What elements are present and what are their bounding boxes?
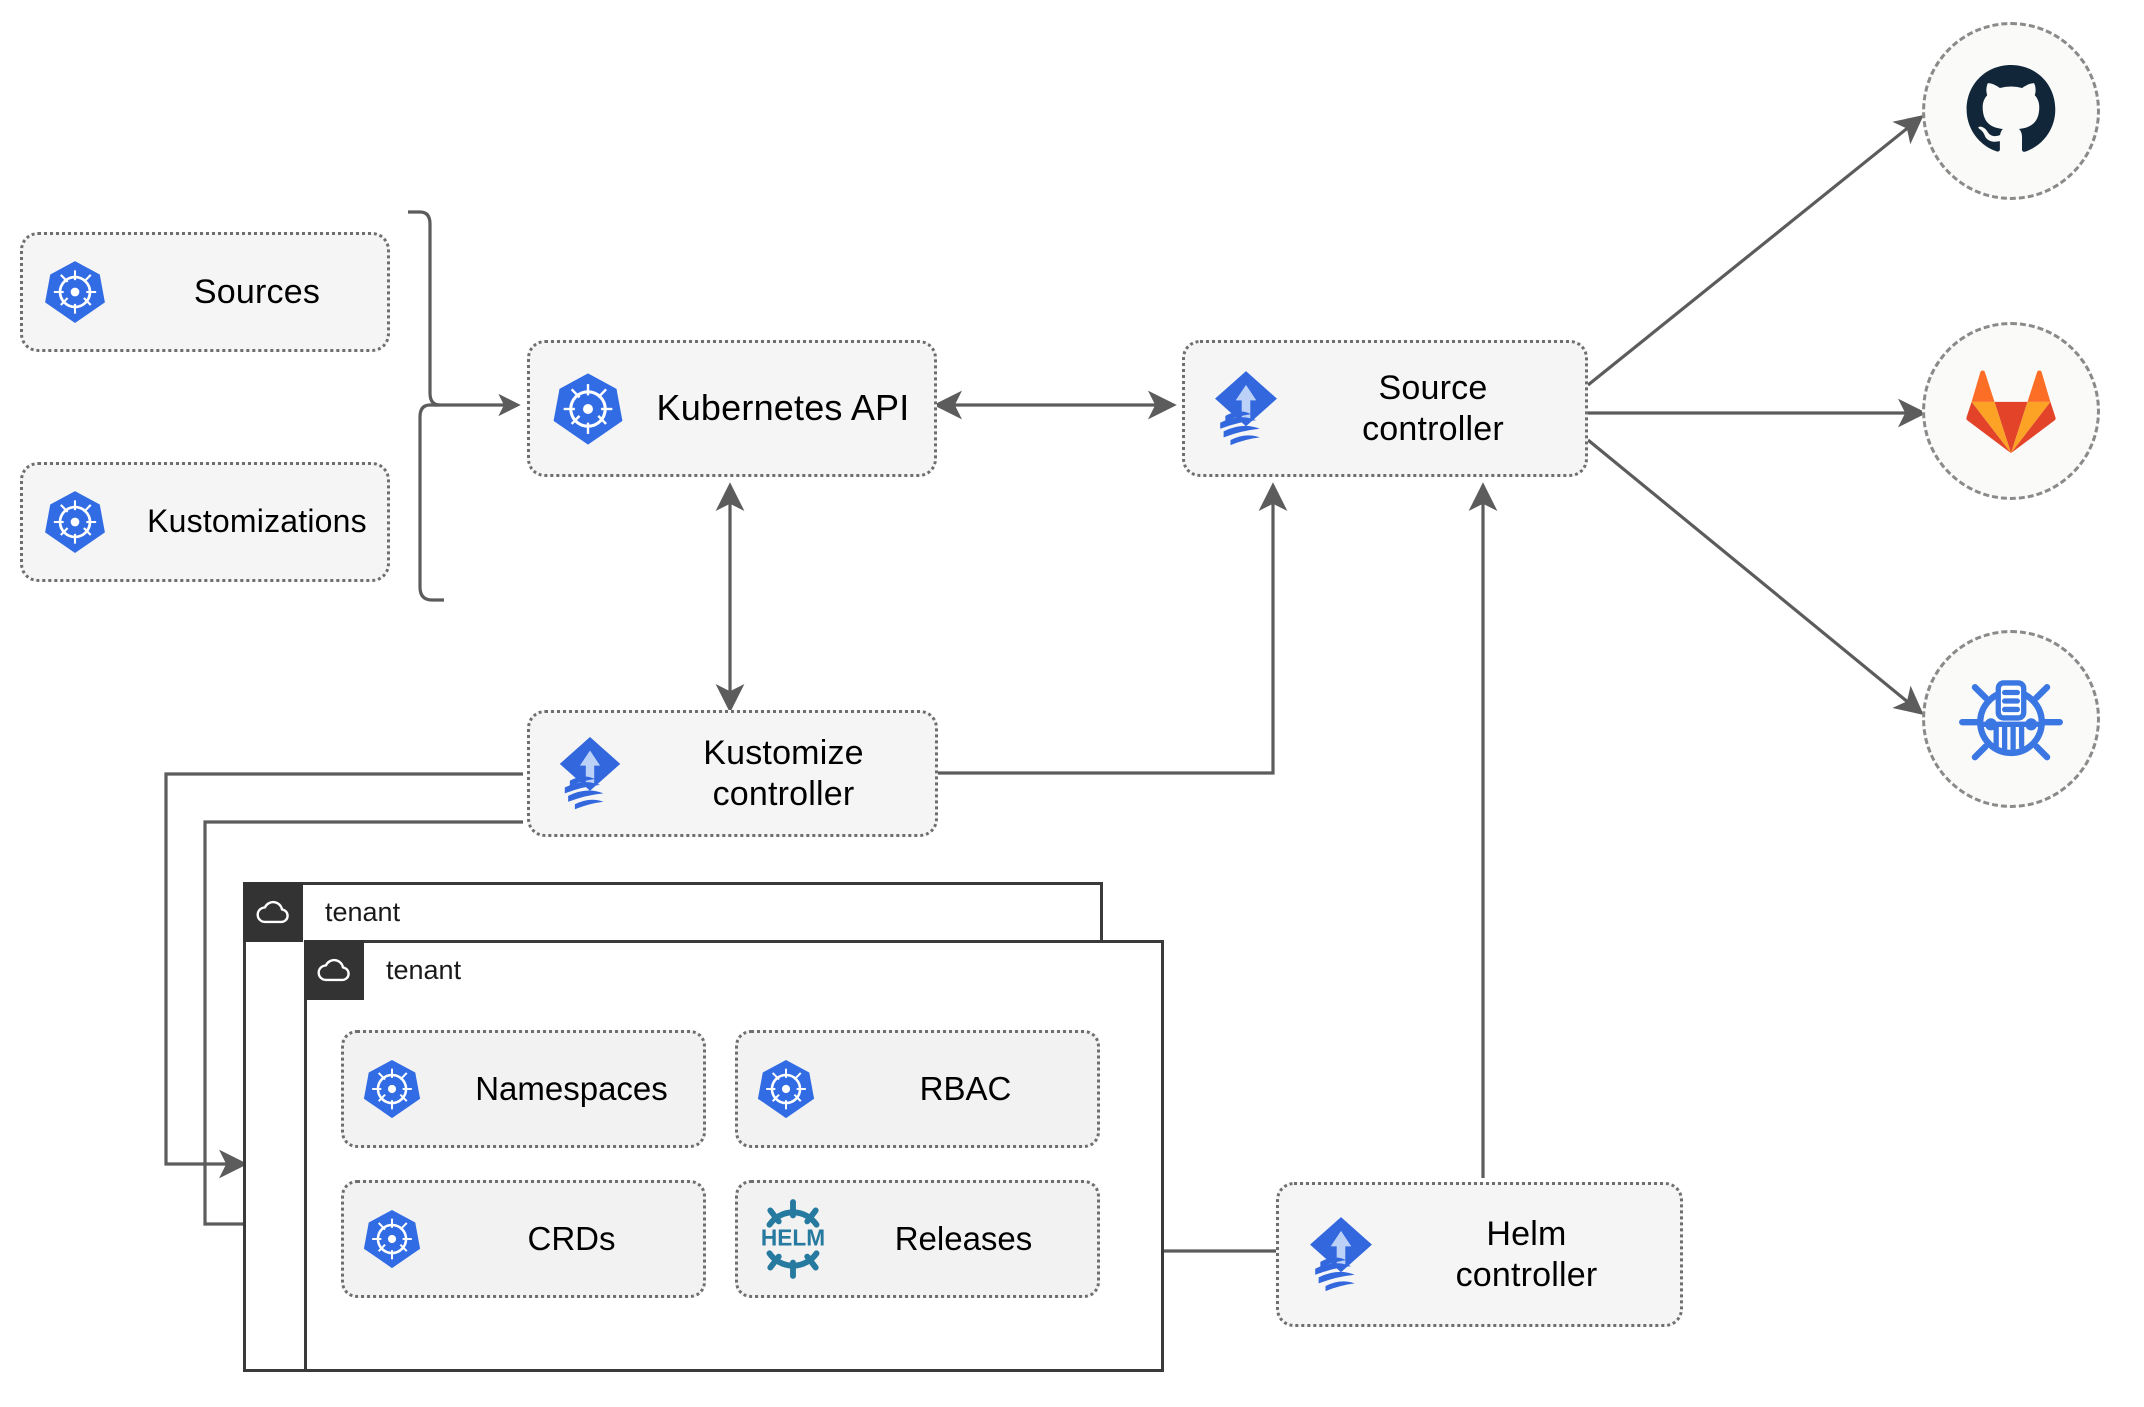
card-label: CRDs <box>527 1220 616 1257</box>
card-crds[interactable]: CRDs <box>341 1180 706 1298</box>
node-kustomizations[interactable]: Kustomizations <box>20 462 390 582</box>
provider-github[interactable] <box>1922 22 2100 200</box>
card-label: Releases <box>894 1220 1033 1257</box>
node-kustomize-controller[interactable]: Kustomize controller <box>527 710 938 837</box>
card-rbac[interactable]: RBAC <box>735 1030 1100 1148</box>
kubernetes-icon <box>23 259 127 325</box>
kubernetes-icon <box>23 489 127 555</box>
node-label: Kustomize controller <box>703 734 864 813</box>
flux-icon <box>1279 1212 1403 1298</box>
kubernetes-icon <box>344 1058 440 1120</box>
tenant-title: tenant <box>325 896 401 927</box>
edge-kustomizecontroller-sourcecontroller <box>938 482 1288 775</box>
node-source-controller[interactable]: Source controller <box>1182 340 1588 477</box>
github-icon <box>1966 65 2056 152</box>
cloud-icon <box>243 882 303 942</box>
node-label: Kubernetes API <box>656 387 910 429</box>
helm-icon: HELM <box>738 1197 848 1281</box>
node-label: Source controller <box>1362 369 1504 448</box>
tenant-titlebar: tenant <box>304 940 461 1000</box>
kubernetes-icon <box>738 1058 834 1120</box>
edge-bracket-group <box>408 210 444 602</box>
node-kubernetes-api[interactable]: Kubernetes API <box>527 340 937 477</box>
flux-icon <box>1185 366 1307 452</box>
card-releases[interactable]: HELM Releases <box>735 1180 1100 1298</box>
gitlab-icon <box>1966 370 2056 454</box>
kubernetes-icon <box>530 371 646 447</box>
helm-wordmark: HELM <box>761 1225 825 1251</box>
node-label: Sources <box>193 272 321 311</box>
node-helm-controller[interactable]: Helm controller <box>1276 1182 1683 1327</box>
edge-sourcecontroller-github <box>1586 114 1924 387</box>
cloud-icon <box>304 940 364 1000</box>
node-sources[interactable]: Sources <box>20 232 390 352</box>
node-label: Kustomizations <box>147 503 367 540</box>
flux-icon <box>530 732 650 816</box>
edge-sourcecontroller-bucket <box>1586 438 1924 716</box>
tenant-window-front[interactable]: tenant <box>304 940 1164 1372</box>
tenant-titlebar: tenant <box>243 882 400 942</box>
provider-helm-repository[interactable] <box>1922 630 2100 808</box>
node-label: Helm controller <box>1455 1215 1598 1294</box>
card-label: RBAC <box>919 1070 1012 1107</box>
card-namespaces[interactable]: Namespaces <box>341 1030 706 1148</box>
provider-gitlab[interactable] <box>1922 322 2100 500</box>
card-label: Namespaces <box>475 1070 668 1107</box>
helm-repository-icon <box>1959 680 2063 761</box>
kubernetes-icon <box>344 1208 440 1270</box>
tenant-title: tenant <box>386 954 462 985</box>
